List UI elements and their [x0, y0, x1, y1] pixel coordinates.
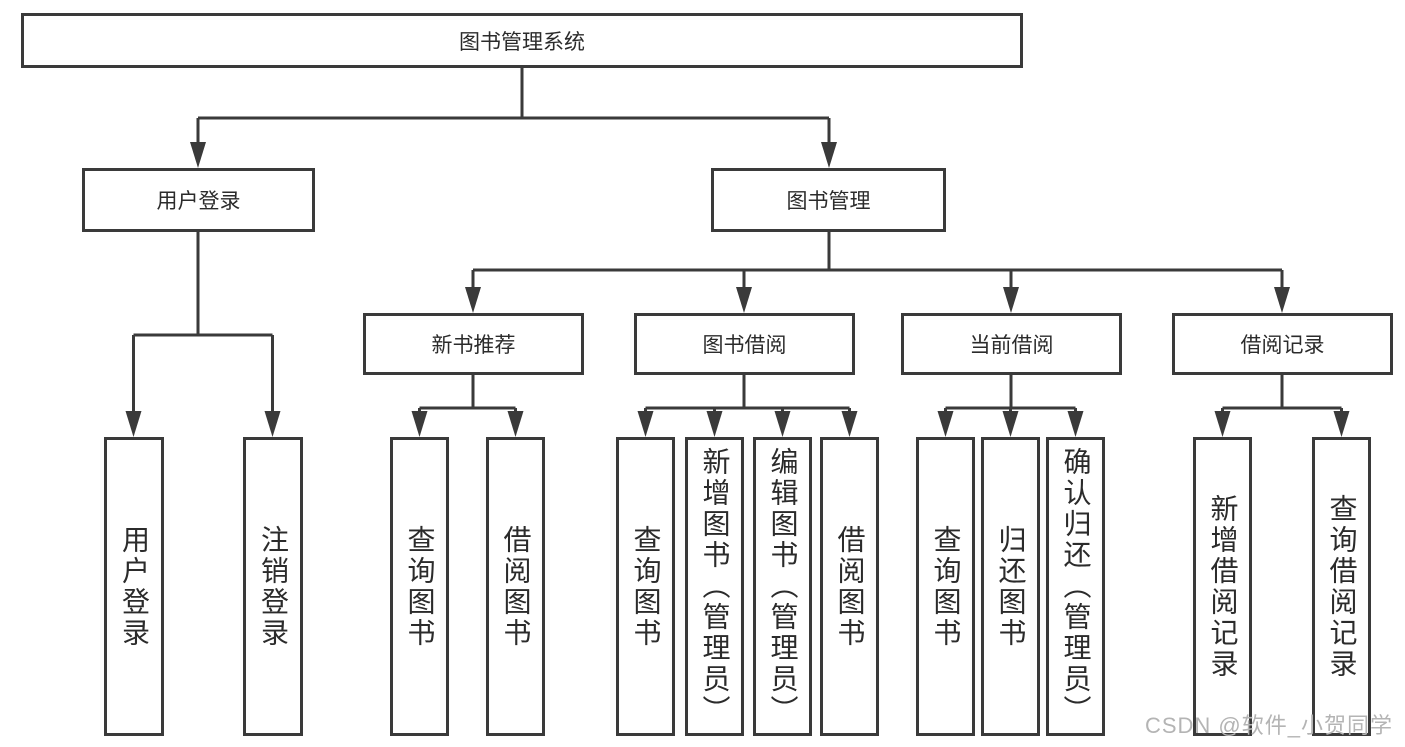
node-label: 借阅图书: [500, 524, 532, 649]
arrowhead: [1214, 411, 1231, 437]
arrowhead: [264, 411, 281, 437]
leaf-newbook-borrow-books: 借阅图书: [486, 437, 545, 736]
node-label: 用户登录: [119, 524, 150, 649]
arrowhead: [1002, 411, 1019, 437]
node-label: 当前借阅: [969, 334, 1054, 357]
node-borrow-records: 借阅记录: [1172, 313, 1393, 375]
connector-user-login-split: [132, 232, 274, 419]
connector-root-split: [196, 68, 831, 150]
arrowhead: [841, 411, 858, 437]
node-label: 确认归还（管理员）: [1060, 447, 1092, 726]
node-book-borrow: 图书借阅: [634, 313, 855, 375]
arrowhead: [190, 142, 206, 168]
node-label: 查询图书: [930, 524, 962, 649]
node-label: 查询图书: [630, 524, 662, 649]
node-label: 新增借阅记录: [1207, 493, 1239, 680]
node-book-management: 图书管理: [711, 168, 946, 232]
node-new-book-recommend: 新书推荐: [363, 313, 584, 375]
leaf-user-login: 用户登录: [104, 437, 164, 736]
arrowhead: [821, 142, 837, 168]
node-label: 编辑图书（管理员）: [767, 447, 799, 726]
connector-book-borrow-split: [644, 375, 851, 415]
node-label: 借阅图书: [834, 524, 866, 649]
leaf-borrow-query-books: 查询图书: [616, 437, 675, 736]
node-root: 图书管理系统: [21, 13, 1023, 68]
leaf-records-add-record: 新增借阅记录: [1193, 437, 1252, 736]
node-label: 图书管理: [786, 190, 871, 213]
watermark: CSDN @软件_小贺同学: [1144, 713, 1393, 738]
leaf-borrow-edit-books-admin: 编辑图书（管理员）: [753, 437, 812, 736]
connector-current-borrow-split: [944, 375, 1077, 415]
arrowhead: [937, 411, 954, 437]
node-label: 注销登录: [258, 524, 289, 649]
leaf-records-query-record: 查询借阅记录: [1312, 437, 1371, 736]
connector-new-book-split: [418, 375, 517, 415]
leaf-current-confirm-return-admin: 确认归还（管理员）: [1046, 437, 1105, 736]
arrowhead: [465, 287, 481, 313]
node-label: 图书借阅: [702, 334, 787, 357]
connector-borrow-records-split: [1221, 375, 1343, 415]
arrowhead: [411, 411, 428, 437]
node-user-login: 用户登录: [82, 168, 315, 232]
arrowhead: [507, 411, 524, 437]
node-label: 归还图书: [995, 524, 1027, 649]
arrowhead: [736, 287, 752, 313]
node-label: 借阅记录: [1240, 334, 1325, 357]
arrowhead: [1333, 411, 1350, 437]
arrowhead: [774, 411, 791, 437]
leaf-current-return-books: 归还图书: [981, 437, 1040, 736]
node-label: 用户登录: [156, 190, 241, 213]
node-label: 新增图书（管理员）: [699, 447, 731, 726]
arrowhead: [1067, 411, 1084, 437]
leaf-borrow-borrow-books: 借阅图书: [820, 437, 879, 736]
node-label: 查询图书: [404, 524, 436, 649]
arrowhead: [1003, 287, 1019, 313]
arrowhead: [637, 411, 654, 437]
leaf-logout-login: 注销登录: [243, 437, 303, 736]
connector-book-management-split: [471, 232, 1284, 295]
node-label: 查询借阅记录: [1326, 493, 1358, 680]
connector-lines: [132, 68, 1343, 419]
node-label: 新书推荐: [431, 334, 516, 357]
leaf-borrow-add-books-admin: 新增图书（管理员）: [685, 437, 744, 736]
arrowhead: [1274, 287, 1290, 313]
arrowheads: [125, 142, 1350, 437]
arrowhead: [125, 411, 142, 437]
arrowhead: [706, 411, 723, 437]
node-current-borrow: 当前借阅: [901, 313, 1122, 375]
leaf-newbook-query-books: 查询图书: [390, 437, 449, 736]
node-label: 图书管理系统: [459, 30, 585, 54]
leaf-current-query-books: 查询图书: [916, 437, 975, 736]
